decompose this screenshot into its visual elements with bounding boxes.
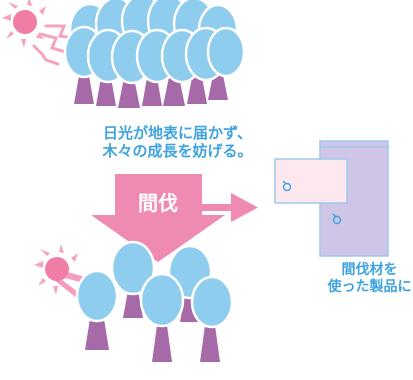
bottom-sun-icon bbox=[45, 257, 69, 281]
arrow-to-product bbox=[195, 193, 258, 222]
thinned-forest bbox=[75, 240, 234, 362]
thinning-arrow-down bbox=[91, 174, 225, 262]
no-sunlight-caption-line1: 日光が地表に届かず、 bbox=[103, 124, 252, 142]
thinned-forest-crowns bbox=[75, 240, 234, 329]
bottom-sun-rays-icon bbox=[34, 244, 78, 295]
top-sun-rays-icon bbox=[2, 0, 46, 48]
small-envelope-icon bbox=[274, 158, 348, 204]
blocked-light-zigzag-icon bbox=[32, 24, 76, 66]
bottom-sun-group bbox=[34, 244, 78, 295]
no-sunlight-caption-line2: 木々の成長を妨げる。 bbox=[102, 142, 253, 160]
thinning-label: 間伐 bbox=[138, 191, 178, 215]
envelope-products bbox=[274, 140, 389, 257]
product-caption-line1: 間伐材を bbox=[341, 262, 398, 278]
dense-forest-crowns bbox=[63, 0, 246, 85]
product-caption-line2: 使った製品に bbox=[327, 279, 412, 295]
dense-forest bbox=[63, 0, 246, 108]
recycle-mark-icon bbox=[282, 180, 342, 225]
top-sun-group bbox=[2, 0, 76, 66]
top-sun-icon bbox=[13, 10, 37, 34]
product-caption: 間伐材を 使った製品に bbox=[322, 262, 413, 296]
no-sunlight-caption: 日光が地表に届かず、 木々の成長を妨げる。 bbox=[70, 124, 285, 160]
